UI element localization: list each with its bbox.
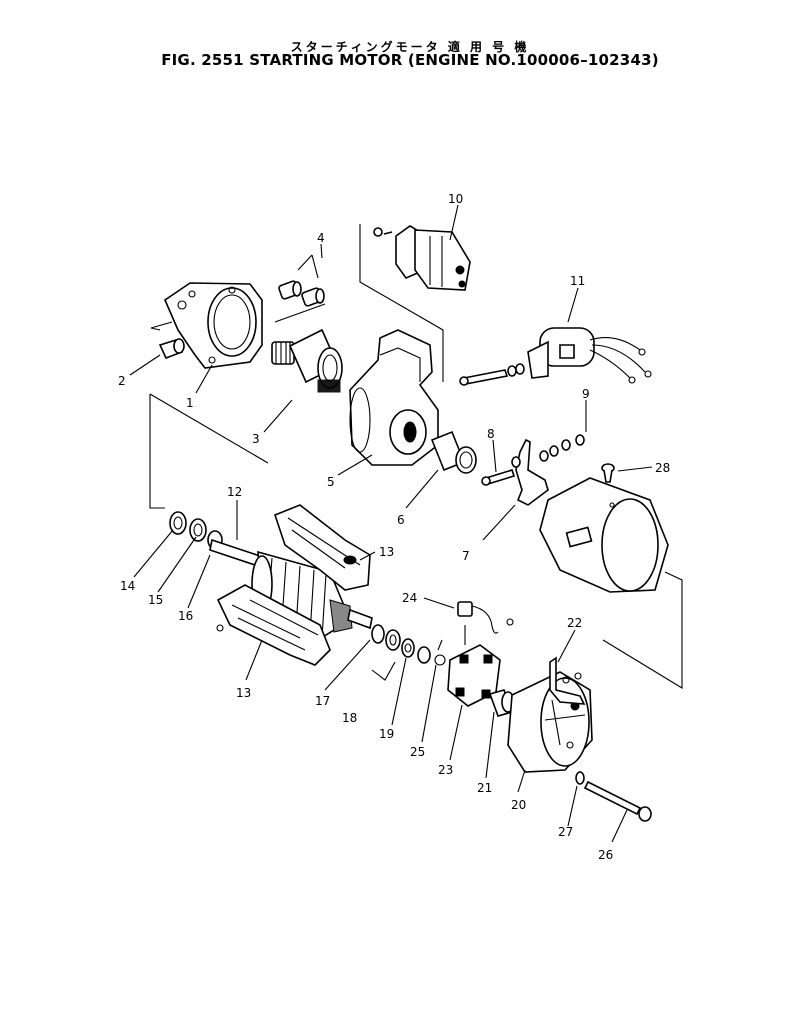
callout-22: 22 [567,616,582,630]
callout-15: 15 [148,593,163,607]
assembly-lines [149,224,683,689]
part-28-screw [601,463,615,483]
callout-5: 5 [327,475,335,489]
part-2-bushing [158,338,185,360]
callout-1: 1 [186,396,194,410]
part-26-through-bolt [583,780,652,822]
part-1-drive-housing [164,282,263,369]
part-9-nuts [539,434,585,462]
callout-12: 12 [227,485,242,499]
figure-title: FIG. 2551 STARTING MOTOR (ENGINE NO.1000… [161,51,659,69]
callout-2: 2 [118,374,126,388]
part-4-bushings [278,280,325,307]
callout-17: 17 [315,694,330,708]
callout-19: 19 [379,727,394,741]
callout-13-upper: 13 [379,545,394,559]
leader-lines [129,204,653,843]
callout-4: 4 [317,231,325,245]
bolt-upper [459,363,525,386]
callout-25: 25 [410,745,425,759]
part-27-washer [575,771,585,785]
part-25-spring [434,639,446,666]
callout-20: 20 [511,798,526,812]
part-5-lever-housing [349,329,439,466]
callout-13-lower: 13 [236,686,251,700]
part-6-bushing [430,430,477,474]
callout-18: 18 [342,711,357,725]
title-japanese: スターチィングモータ 適 用 号 機 [290,40,530,54]
part-23-brush-holder [447,644,501,707]
part-10-solenoid [373,225,471,291]
part-3-pinion-clutch [271,328,343,393]
part-18-washers [385,629,401,651]
part-13-field-coil-lower [216,584,331,666]
callout-10: 10 [448,192,463,206]
part-13-field-coil-upper [274,504,371,591]
callout-16: 16 [178,609,193,623]
callout-26: 26 [598,848,613,862]
callout-6: 6 [397,513,405,527]
callout-23: 23 [438,763,453,777]
part-19-washer [401,638,431,664]
callout-8: 8 [487,427,495,441]
callout-27: 27 [558,825,573,839]
part-7-bracket [511,438,549,506]
part-24-brush [457,601,514,634]
callout-28: 28 [655,461,670,475]
part-22-bracket [549,656,586,705]
part-14-washer [169,511,187,535]
callout-9: 9 [582,387,590,401]
callout-numbers: 1 2 3 4 5 6 7 8 9 10 11 12 13 13 14 15 1… [118,192,670,862]
callout-14: 14 [120,579,135,593]
callout-24: 24 [402,591,417,605]
callout-11: 11 [570,274,585,288]
part-11-magnetic-switch [527,327,652,384]
callout-7: 7 [462,549,470,563]
callout-21: 21 [477,781,492,795]
part-17-washer [371,624,385,644]
part-15-washer [189,518,207,542]
part-8-screw [481,469,516,486]
callout-3: 3 [252,432,260,446]
yoke-field-frame [539,477,669,593]
